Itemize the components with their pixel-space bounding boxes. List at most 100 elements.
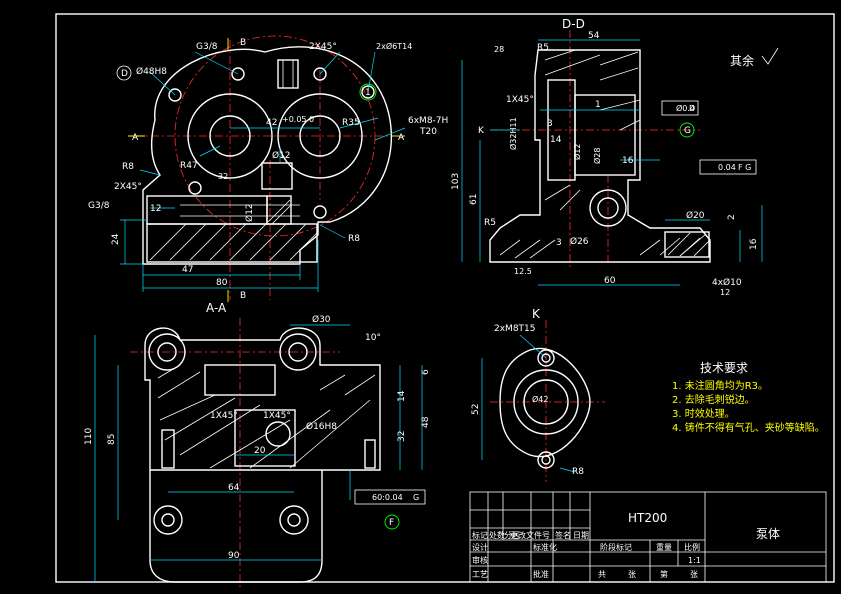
dim-aa-14: 14 <box>397 390 407 402</box>
tb-label-standard: 标准化 <box>533 542 557 552</box>
tech-req-title: 技术要求 <box>700 361 748 375</box>
label-section-a-left: A <box>132 133 139 143</box>
dim-dd-1: 1 <box>595 100 601 110</box>
dim-dd-r5-top: R5 <box>537 43 549 53</box>
tb-label-approve: 批准 <box>533 569 549 579</box>
dim-aa-20: 20 <box>254 446 266 456</box>
tb-label-date: 日期 <box>573 531 589 540</box>
dim-dd-103: 103 <box>451 173 461 190</box>
dim-aa-48: 48 <box>421 416 431 428</box>
dim-dd-14: 14 <box>550 135 562 145</box>
tech-req-item-1: 1. 未注圆角均为R3。 <box>672 379 768 392</box>
dim-aa-32: 32 <box>397 431 407 442</box>
title-block-scale: 1:1 <box>688 556 701 565</box>
dim-center-tol: +0.05 0 <box>282 115 314 124</box>
tech-req-item-3: 3. 时效处理。 <box>672 407 735 420</box>
tol-aa-datum: G <box>413 493 419 502</box>
dim-dd-d20: Ø20 <box>686 210 705 221</box>
dim-24: 24 <box>111 233 121 245</box>
dim-dd-54: 54 <box>588 31 600 41</box>
dim-dd-16-right: 16 <box>749 238 759 250</box>
tb-label-review: 审核 <box>472 555 488 565</box>
dim-thread-depth: T20 <box>419 127 437 137</box>
tb-label-process: 工艺 <box>472 570 488 579</box>
tb-label-sheet: 张 <box>690 570 698 579</box>
dim-chamfer-left: 2X45° <box>114 182 142 192</box>
dim-r8-left: R8 <box>122 162 134 172</box>
tb-label-mark: 标记 <box>472 530 488 540</box>
dim-dd-12-5: 12.5 <box>514 267 532 276</box>
tol-perp-value: 0.04 <box>718 163 736 172</box>
view-k: K 2xM8T15 52 R8 Ø42 <box>471 307 605 482</box>
label-section-b-bottom: B <box>240 291 246 301</box>
dim-d12-vert: Ø12 <box>244 203 255 222</box>
title-block: HT200 泵体 1:1 标记 处数 分区 更改文件号 签名 日期 阶段标记 重… <box>469 491 827 583</box>
dim-thread-m8: 6xM8-7H <box>408 116 448 126</box>
section-dd-dims: 54 28 R5 1X45° Ø32H11 3 1 14 Ø12 Ø28 16 … <box>451 31 759 297</box>
dim-80: 80 <box>216 278 228 288</box>
dim-dd-3: 3 <box>547 119 553 129</box>
tol-aa-value: 60:0.04 <box>372 493 403 502</box>
dim-dd-d28: Ø28 <box>592 148 602 164</box>
section-aa-dims: Ø30 10° 1X45° 1X45° Ø16H8 20 110 85 6 14… <box>84 314 431 561</box>
front-view: G3/8 2X45° 2xØ6T14 Ø48H8 42 +0.05 0 R35 … <box>88 35 448 302</box>
dim-r35: R35 <box>342 118 360 128</box>
outer-frame <box>55 13 835 583</box>
dim-32-small: 32 <box>218 172 228 181</box>
front-view-dims: G3/8 2X45° 2xØ6T14 Ø48H8 42 +0.05 0 R35 … <box>88 38 448 301</box>
section-dd-view: D-D 其余 54 28 R5 1X45° Ø32H11 3 1 14 Ø12 … <box>451 17 779 297</box>
label-section-a-right: A <box>398 133 405 143</box>
tol-position-value: Ø0.4 <box>676 103 695 113</box>
tb-label-count: 处数 <box>489 530 505 540</box>
dim-aa-64: 64 <box>228 483 240 493</box>
dim-k-thread: 2xM8T15 <box>494 324 536 334</box>
dim-d12-mid: Ø12 <box>272 150 291 161</box>
dim-12-port: 12 <box>150 204 161 214</box>
tb-label-zone: 分区 <box>504 531 520 540</box>
marker-g-circle: G <box>684 126 691 136</box>
dim-k-d42: Ø42 <box>532 394 548 404</box>
dim-k-52: 52 <box>471 404 481 415</box>
dim-chamfer-top: 2X45° <box>309 42 337 52</box>
dim-dd-61: 61 <box>469 194 479 205</box>
marker-d-circle: D <box>121 69 128 79</box>
dim-dd-d26: Ø26 <box>570 236 589 247</box>
title-block-part-name: 泵体 <box>756 527 780 541</box>
dim-aa-d16h8: Ø16H8 <box>306 421 337 432</box>
dim-aa-90: 90 <box>228 551 240 561</box>
dim-dd-d12: Ø12 <box>572 144 582 160</box>
dim-47: 47 <box>182 265 193 275</box>
marker-f-circle: F <box>389 518 394 528</box>
dim-aa-85: 85 <box>107 434 117 445</box>
tb-label-sheets: 张 <box>628 570 636 579</box>
tb-label-stage: 阶段标记 <box>600 542 632 552</box>
tol-perp-datums: F G <box>738 163 751 172</box>
tb-label-change-doc: 更改文件号 <box>510 530 550 540</box>
title-section-aa: A-A <box>206 301 227 315</box>
label-section-b-top: B <box>240 38 246 48</box>
dim-aa-chamfer-1: 1X45° <box>210 411 238 421</box>
dim-g3-8-top: G3/8 <box>196 42 218 52</box>
dim-r47: R47 <box>180 161 198 171</box>
title-section-dd: D-D <box>562 17 585 31</box>
dim-dd-3-bottom: 3 <box>556 238 562 248</box>
tb-label-total: 共 <box>598 570 606 579</box>
tb-label-sign: 签名 <box>555 530 571 540</box>
dim-dd-d32h11: Ø32H11 <box>508 117 518 150</box>
dim-dd-4xd10: 4xØ10 <box>712 277 742 288</box>
tb-label-scale: 比例 <box>684 542 700 552</box>
dim-aa-6: 6 <box>421 369 431 375</box>
tol-position-datum: D <box>689 104 695 113</box>
title-block-material: HT200 <box>628 511 667 525</box>
dim-dd-chamfer: 1X45° <box>506 95 534 105</box>
dim-aa-d30: Ø30 <box>312 314 331 325</box>
tb-label-no: 第 <box>660 569 668 579</box>
tech-req-item-4: 4. 铸件不得有气孔、夹砂等缺陷。 <box>672 421 825 434</box>
dim-aa-10deg: 10° <box>365 333 381 343</box>
dim-k-r8: R8 <box>572 467 584 477</box>
view-k-dims: 2xM8T15 52 R8 Ø42 <box>471 324 584 477</box>
dim-aa-chamfer-2: 1X45° <box>263 411 291 421</box>
dim-dd-r5-bottom: R5 <box>484 218 496 228</box>
dim-dd-16: 16 <box>622 156 634 166</box>
